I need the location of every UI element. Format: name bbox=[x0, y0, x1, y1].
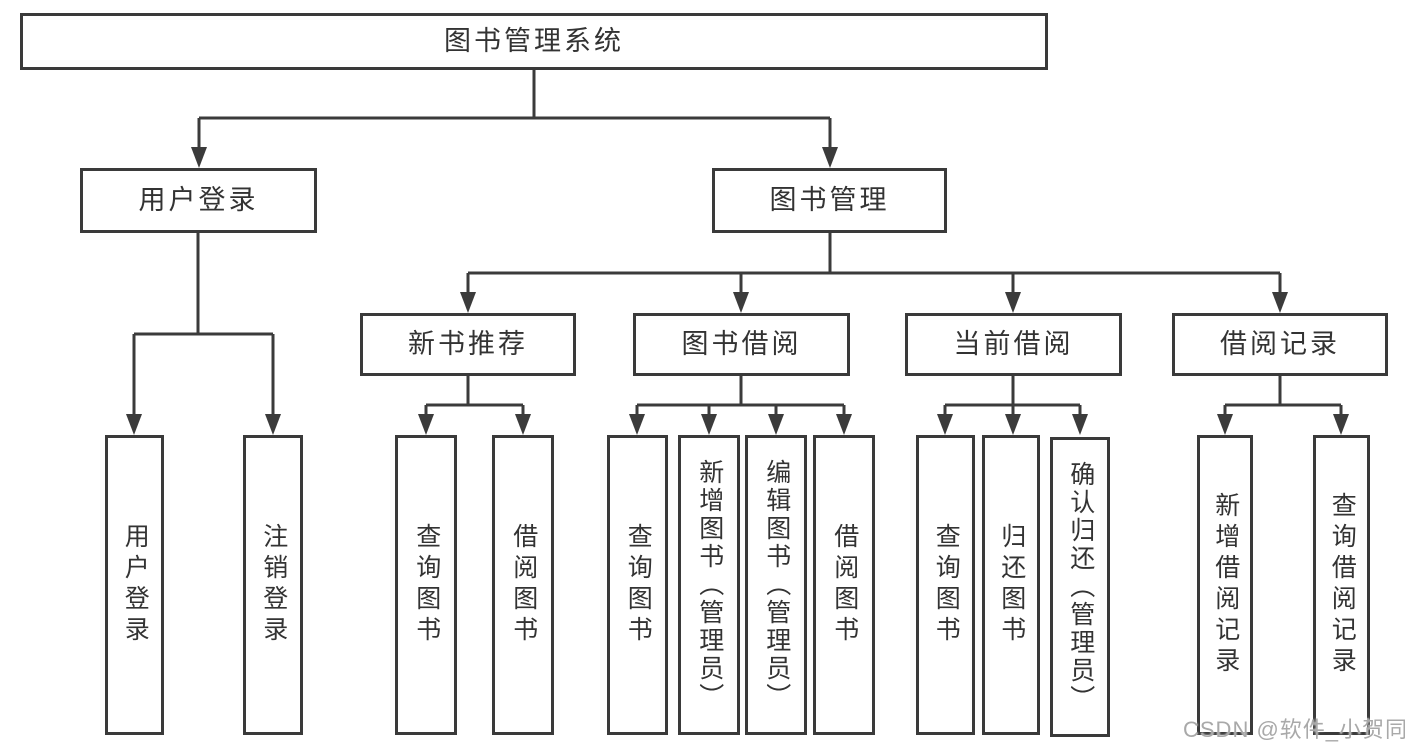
node-user-login: 用户登录 bbox=[80, 168, 317, 233]
leaf-user-login: 用户登录 bbox=[105, 435, 164, 735]
leaf-records-query: 查询借阅记录 bbox=[1313, 435, 1370, 735]
arrowhead-icon bbox=[126, 414, 142, 435]
arrowhead-icon bbox=[822, 147, 838, 168]
arrowhead-icon bbox=[515, 414, 531, 435]
arrowhead-icon bbox=[418, 414, 434, 435]
arrowheads bbox=[126, 147, 1349, 435]
leaf-borrowing-add: 新增图书（管理员） bbox=[678, 435, 740, 735]
edge-new-books-branch bbox=[424, 376, 525, 416]
arrowhead-icon bbox=[191, 147, 207, 168]
leaf-borrowing-edit: 编辑图书（管理员） bbox=[745, 435, 807, 735]
edge-current-branch bbox=[943, 376, 1082, 416]
arrowhead-icon bbox=[1005, 414, 1021, 435]
leaf-logout: 注销登录 bbox=[243, 435, 303, 735]
arrowhead-icon bbox=[629, 414, 645, 435]
leaf-current-return: 归还图书 bbox=[982, 435, 1040, 735]
edge-book-mgmt-branch bbox=[466, 233, 1282, 294]
edge-records-branch bbox=[1223, 376, 1343, 416]
arrowhead-icon bbox=[1217, 414, 1233, 435]
node-root: 图书管理系统 bbox=[20, 13, 1048, 70]
arrowhead-icon bbox=[1272, 292, 1288, 313]
arrowhead-icon bbox=[460, 292, 476, 313]
node-book-mgmt: 图书管理 bbox=[712, 168, 947, 233]
arrowhead-icon bbox=[836, 414, 852, 435]
node-new-books: 新书推荐 bbox=[360, 313, 576, 376]
leaf-current-confirm: 确认归还（管理员） bbox=[1050, 437, 1110, 737]
arrowhead-icon bbox=[265, 414, 281, 435]
csdn-watermark: CSDN @软件_小贺同学 bbox=[1183, 717, 1405, 742]
node-current: 当前借阅 bbox=[905, 313, 1122, 376]
node-records: 借阅记录 bbox=[1172, 313, 1388, 376]
edge-root-to-level2 bbox=[197, 70, 832, 149]
edge-borrowing-branch bbox=[635, 376, 846, 416]
leaf-current-query: 查询图书 bbox=[916, 435, 975, 735]
node-borrowing: 图书借阅 bbox=[633, 313, 850, 376]
arrowhead-icon bbox=[1333, 414, 1349, 435]
arrowhead-icon bbox=[1072, 414, 1088, 435]
arrowhead-icon bbox=[768, 414, 784, 435]
leaf-borrowing-borrow: 借阅图书 bbox=[813, 435, 875, 735]
arrowhead-icon bbox=[733, 292, 749, 313]
leaf-borrowing-query: 查询图书 bbox=[607, 435, 668, 735]
leaf-newbooks-query: 查询图书 bbox=[395, 435, 457, 735]
arrowhead-icon bbox=[937, 414, 953, 435]
leaf-records-add: 新增借阅记录 bbox=[1197, 435, 1253, 735]
edge-user-login-branch bbox=[132, 233, 275, 416]
leaf-newbooks-borrow: 借阅图书 bbox=[492, 435, 554, 735]
arrowhead-icon bbox=[701, 414, 717, 435]
arrowhead-icon bbox=[1005, 292, 1021, 313]
